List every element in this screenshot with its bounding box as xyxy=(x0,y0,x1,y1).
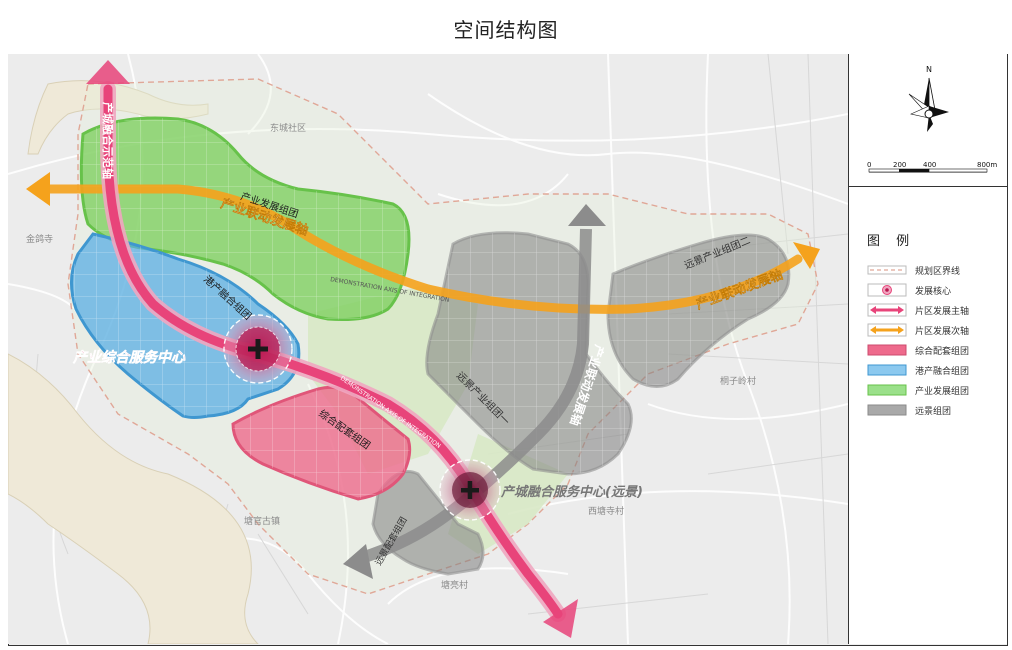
legend-label: 片区发展主轴 xyxy=(915,306,970,317)
legend-item: 产业发展组团 xyxy=(867,380,999,400)
scale-label: 400 xyxy=(923,161,936,169)
scale-bar: 0 200 400 800m xyxy=(867,161,997,173)
place-label: 金鸽寺 xyxy=(26,233,53,245)
page-title: 空间结构图 xyxy=(453,18,559,42)
secondary-axis-swatch-icon xyxy=(867,323,907,337)
river xyxy=(8,353,259,644)
legend-label: 片区发展次轴 xyxy=(915,326,970,337)
axis-label: 产城融合示范轴 xyxy=(101,102,115,179)
main-axis xyxy=(86,60,578,638)
industry-swatch-icon xyxy=(867,383,907,397)
north-label: N xyxy=(926,65,932,74)
place-label: 东城社区 xyxy=(270,122,306,134)
compass-panel: N 0 200 400 800m xyxy=(849,54,1007,187)
legend-label: 规划区界线 xyxy=(915,266,961,277)
place-label: 塘亮村 xyxy=(441,579,468,591)
scale-label: 0 xyxy=(867,161,871,169)
main-axis-swatch-icon xyxy=(867,303,907,317)
legend-item: 综合配套组团 xyxy=(867,340,999,360)
legend-title: 图 例 xyxy=(867,234,916,249)
future-swatch-icon xyxy=(867,403,907,417)
legend-label: 产业发展组团 xyxy=(915,386,970,397)
boundary-swatch-icon xyxy=(867,263,907,277)
legend-label: 远景组团 xyxy=(915,406,952,417)
future-cluster-two[interactable] xyxy=(606,233,791,388)
legend-panel: N 0 200 400 800m 图 例 xyxy=(848,54,1007,644)
port-swatch-icon xyxy=(867,363,907,377)
north-arrow-icon xyxy=(908,77,949,132)
river-bend xyxy=(27,80,209,155)
center-label: 产业综合服务中心 xyxy=(72,349,186,366)
legend-item: 规划区界线 xyxy=(867,260,999,280)
core-main[interactable] xyxy=(223,314,293,384)
legend-item: 港产融合组团 xyxy=(867,360,999,380)
service-swatch-icon xyxy=(867,343,907,357)
core-future[interactable] xyxy=(439,459,501,521)
legend-item: 远景组团 xyxy=(867,400,999,420)
core-swatch-icon xyxy=(867,283,907,297)
secondary-axis-horizontal xyxy=(26,172,820,314)
service-cluster[interactable] xyxy=(231,385,412,501)
place-label: 桐子岭村 xyxy=(720,375,756,387)
place-label: 西塘寺村 xyxy=(588,505,624,517)
scale-label: 200 xyxy=(893,161,906,169)
legend-label: 港产融合组团 xyxy=(915,366,970,377)
legend-item: 片区发展主轴 xyxy=(867,300,999,320)
map-canvas[interactable]: 东城社区 金鸽寺 桐子岭村 西塘寺村 塘官古镇 塘亮村 产业发展组团 港产融合组… xyxy=(8,54,848,644)
center-label: 产城融合服务中心(远景) xyxy=(500,484,643,500)
place-label: 塘官古镇 xyxy=(244,515,280,527)
legend-item: 片区发展次轴 xyxy=(867,320,999,340)
legend-label: 发展核心 xyxy=(915,286,952,297)
legend-list: 规划区界线 发展核心 片区发展主轴 片区发展次轴 综合配套组团 xyxy=(867,260,999,420)
legend-label: 综合配套组团 xyxy=(915,346,970,357)
legend-item: 发展核心 xyxy=(867,280,999,300)
scale-label: 800m xyxy=(977,161,997,169)
map-svg[interactable]: 东城社区 金鸽寺 桐子岭村 西塘寺村 塘官古镇 塘亮村 产业发展组团 港产融合组… xyxy=(8,54,848,644)
